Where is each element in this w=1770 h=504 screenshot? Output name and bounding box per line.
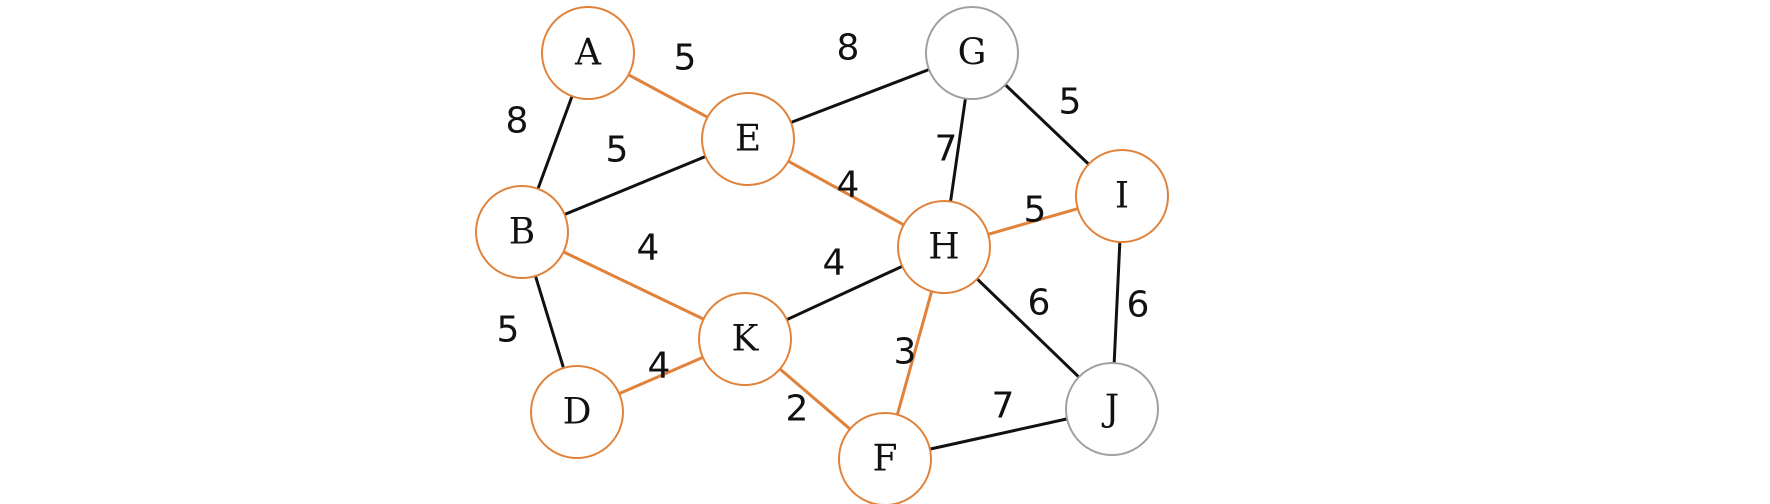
edge-weight-a-e: 5: [674, 38, 697, 79]
edge-b-k: [562, 250, 705, 321]
node-label-h: H: [928, 227, 959, 268]
edges-layer: [534, 68, 1122, 451]
node-circle-j: [1065, 362, 1159, 456]
edge-weight-h-j: 6: [1028, 283, 1051, 324]
node-j: J: [1065, 362, 1159, 456]
node-circle-a: [541, 6, 635, 100]
edge-weight-h-i: 5: [1024, 190, 1047, 231]
edge-h-f: [895, 290, 934, 416]
node-label-g: G: [958, 33, 987, 74]
node-e: E: [701, 92, 795, 186]
edge-g-i: [1004, 83, 1090, 166]
edge-k-f: [778, 367, 852, 431]
node-circle-g: [925, 6, 1019, 100]
node-g: G: [925, 6, 1019, 100]
edge-weights-layer: 5 8 8 5 4 7 5 5 4 4 5 6 6 4 2 3 7: [497, 28, 1150, 430]
edge-a-e: [627, 73, 709, 119]
node-circle-i: [1075, 149, 1169, 243]
node-circle-e: [701, 92, 795, 186]
node-circle-h: [897, 200, 991, 294]
edge-weight-b-e: 5: [606, 130, 629, 171]
node-b: B: [475, 185, 569, 279]
node-circle-k: [698, 292, 792, 386]
node-f: F: [838, 412, 932, 504]
node-label-j: J: [1101, 389, 1119, 430]
node-label-f: F: [873, 439, 898, 480]
node-label-i: I: [1115, 176, 1129, 217]
edge-weight-f-j: 7: [992, 386, 1015, 427]
node-d: D: [530, 365, 624, 459]
edge-g-h: [949, 98, 967, 202]
node-label-a: A: [574, 33, 602, 74]
node-label-e: E: [735, 119, 761, 160]
edge-e-g: [790, 68, 930, 124]
edge-b-e: [563, 155, 707, 216]
node-i: I: [1075, 149, 1169, 243]
edge-a-b: [536, 95, 574, 190]
node-label-d: D: [563, 392, 592, 433]
edge-weight-g-h: 7: [935, 129, 958, 170]
edge-weight-e-h: 4: [837, 165, 860, 206]
edge-weight-b-d: 5: [497, 310, 520, 351]
edge-d-k: [618, 355, 704, 396]
edge-f-j: [929, 417, 1068, 451]
node-k: K: [698, 292, 792, 386]
edge-weight-b-k: 4: [637, 228, 660, 269]
node-circle-b: [475, 185, 569, 279]
node-h: H: [897, 200, 991, 294]
node-label-b: B: [509, 212, 535, 253]
node-circle-f: [838, 412, 932, 504]
node-label-k: K: [732, 319, 760, 360]
edge-b-d: [534, 275, 565, 369]
node-circle-d: [530, 365, 624, 459]
edge-weight-g-i: 5: [1059, 82, 1082, 123]
edge-h-j: [976, 277, 1080, 379]
edge-weight-d-k: 4: [648, 346, 671, 387]
edge-weight-k-h: 4: [823, 243, 846, 284]
node-a: A: [541, 6, 635, 100]
edge-weight-k-f: 2: [786, 389, 809, 430]
edge-i-j: [1112, 241, 1122, 364]
nodes-layer: A E G B H I K D F J: [475, 6, 1169, 504]
edge-h-i: [987, 207, 1079, 236]
edge-weight-h-f: 3: [894, 332, 917, 373]
edge-k-h: [786, 264, 903, 322]
edge-weight-a-b: 8: [506, 101, 529, 142]
edge-weight-e-g: 8: [837, 28, 860, 69]
edge-weight-i-j: 6: [1127, 285, 1150, 326]
edge-e-h: [787, 159, 905, 227]
